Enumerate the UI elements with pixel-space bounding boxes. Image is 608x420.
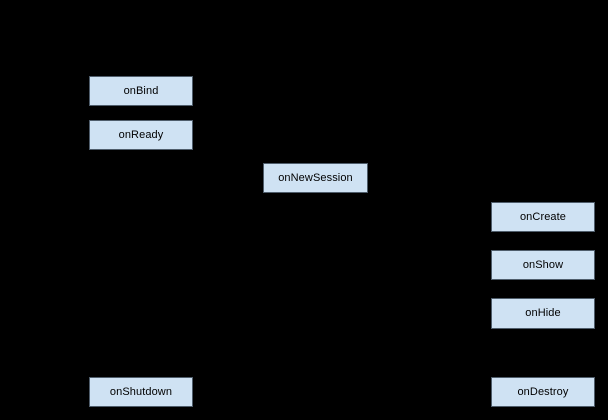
node-onshow: onShow xyxy=(491,250,595,280)
node-onnewsession: onNewSession xyxy=(263,163,368,193)
node-ondestroy: onDestroy xyxy=(491,377,595,407)
node-onshutdown: onShutdown xyxy=(89,377,193,407)
node-onready: onReady xyxy=(89,120,193,150)
node-onbind: onBind xyxy=(89,76,193,106)
node-onhide: onHide xyxy=(491,298,595,329)
node-oncreate: onCreate xyxy=(491,202,595,232)
